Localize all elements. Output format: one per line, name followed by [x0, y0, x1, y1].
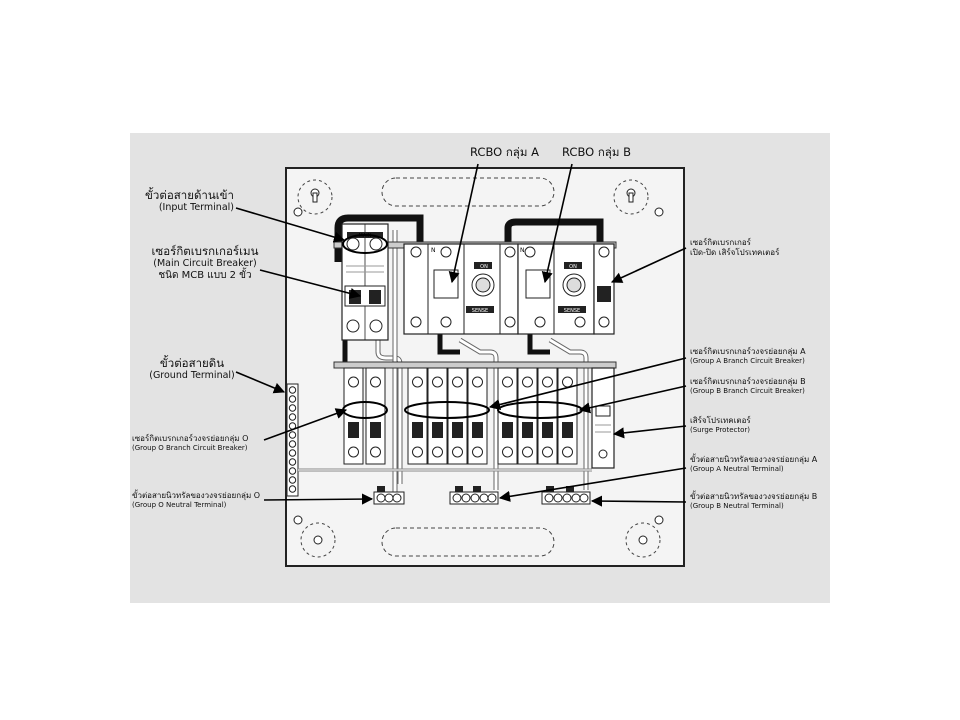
surge-protector-label: เสิร์จโปรเทคเตอร์ (Surge Protector) [690, 416, 751, 435]
cable-to-surge [504, 218, 604, 250]
group-a-neutral-en: (Group A Neutral Terminal) [690, 465, 784, 473]
group-b-neutral-en: (Group B Neutral Terminal) [690, 502, 784, 510]
leader-lines [235, 163, 687, 507]
bottom-knockout [381, 527, 555, 557]
neutral-terminal-o [373, 486, 405, 505]
surge-en: (Surge Protector) [690, 426, 750, 434]
surge-th: เสิร์จโปรเทคเตอร์ [690, 416, 751, 425]
group-a-branch-en: (Group A Branch Circuit Breaker) [690, 357, 805, 365]
branch-breaker [517, 367, 538, 465]
ground-screw [288, 476, 297, 484]
group-a-branch-th: เซอร์กิตเบรกเกอร์วงจรย่อยกลุ่ม A [690, 347, 806, 356]
on-mark-a: ON [480, 264, 488, 270]
neutral-terminal-b [541, 486, 591, 505]
din-rail-bottom [333, 361, 617, 369]
group-a-highlight [404, 401, 490, 419]
main-mark: MAIN [359, 233, 372, 239]
group-a-branch-label: เซอร์กิตเบรกเกอร์วงจรย่อยกลุ่ม A (Group … [690, 347, 806, 366]
ground-screw [288, 431, 297, 439]
input-terminal-highlight [342, 234, 388, 254]
surge-switch-breaker [593, 243, 615, 335]
ground-terminal-label: ขั้วต่อสายดิน (Ground Terminal) [144, 356, 240, 382]
main-breaker-label: เซอร์กิตเบรกเกอร์เมน (Main Circuit Break… [150, 244, 260, 283]
branch-breaker [365, 367, 386, 465]
main-breaker-th: เซอร์กิตเบรกเกอร์เมน [151, 244, 259, 258]
input-terminal-th: ขั้วต่อสายด้านเข้า [145, 188, 234, 202]
ground-screw [288, 404, 297, 412]
n-mark-a: N [431, 247, 436, 254]
neutral-terminal-a [449, 486, 499, 505]
brand-mark-b: SENSE [564, 308, 580, 314]
group-b-neutral-label: ขั้วต่อสายนิวทรัลของวงจรย่อยกลุ่ม B (Gro… [690, 492, 817, 511]
rcbo-b-module [517, 243, 595, 335]
group-o-branch-en: (Group O Branch Circuit Breaker) [132, 444, 248, 452]
n-mark-b: N [520, 247, 525, 254]
l-mark: L [351, 228, 354, 234]
ground-screw [288, 413, 297, 421]
group-o-neutral-label: ขั้วต่อสายนิวทรัลของวงจรย่อยกลุ่ม O (Gro… [132, 491, 260, 510]
branch-breaker [447, 367, 468, 465]
surge-switch-th1: เซอร์กิตเบรกเกอร์ [690, 238, 751, 247]
cable-main-to-a [334, 214, 424, 262]
ground-screw [288, 485, 297, 493]
group-b-branch-th: เซอร์กิตเบรกเกอร์วงจรย่อยกลุ่ม B [690, 377, 806, 386]
ground-screw [288, 386, 297, 394]
branch-breaker [427, 367, 448, 465]
input-terminal-label: ขั้วต่อสายด้านเข้า (Input Terminal) [145, 188, 234, 214]
ground-terminal-strip [286, 383, 299, 497]
ground-en: (Ground Terminal) [149, 370, 235, 382]
surge-protector [591, 367, 615, 469]
main-breaker-note: ชนิด MCB แบบ 2 ขั้ว [158, 270, 252, 282]
group-o-branch-label: เซอร์กิตเบรกเกอร์วงจรย่อยกลุ่ม O (Group … [132, 434, 248, 453]
group-a-neutral-label: ขั้วต่อสายนิวทรัลของวงจรย่อยกลุ่ม A (Gro… [690, 455, 817, 474]
mount-hole-bottom-left [300, 522, 336, 558]
ground-th: ขั้วต่อสายดิน [159, 356, 225, 370]
group-o-neutral-th: ขั้วต่อสายนิวทรัลของวงจรย่อยกลุ่ม O [132, 491, 261, 500]
rcbo-b-label: RCBO กลุ่ม B [562, 145, 631, 159]
ground-screw [288, 458, 297, 466]
ground-screw [288, 440, 297, 448]
ground-screw [288, 395, 297, 403]
mount-hole-top-left [297, 179, 333, 215]
rcbo-b-text: RCBO กลุ่ม B [562, 145, 631, 159]
mount-hole-bottom-right [625, 522, 661, 558]
surge-switch-th2: เปิด-ปิด เสิร์จโปรเทคเตอร์ [690, 248, 780, 257]
rcbo-a-label: RCBO กลุ่ม A [470, 145, 539, 159]
input-terminal-en: (Input Terminal) [158, 202, 234, 214]
group-o-branch-th: เซอร์กิตเบรกเกอร์วงจรย่อยกลุ่ม O [132, 434, 249, 443]
branch-breaker [537, 367, 558, 465]
rcbo-a-module [403, 243, 519, 335]
on-mark-b: ON [569, 264, 577, 270]
surge-switch-label: เซอร์กิตเบรกเกอร์ เปิด-ปิด เสิร์จโปรเทคเ… [690, 238, 779, 258]
mount-hole-top-right [613, 179, 649, 215]
brand-mark-a: SENSE [472, 308, 488, 314]
rcbo-a-text: RCBO กลุ่ม A [470, 145, 539, 159]
main-breaker-en: (Main Circuit Breaker) [153, 258, 257, 270]
ground-screw [288, 449, 297, 457]
group-o-neutral-en: (Group O Neutral Terminal) [132, 501, 227, 509]
group-b-neutral-th: ขั้วต่อสายนิวทรัลของวงจรย่อยกลุ่ม B [690, 492, 818, 501]
group-b-branch-label: เซอร์กิตเบรกเกอร์วงจรย่อยกลุ่ม B (Group … [690, 377, 806, 396]
main-breaker [341, 223, 389, 341]
ground-screw [288, 467, 297, 475]
group-a-neutral-th: ขั้วต่อสายนิวทรัลของวงจรย่อยกลุ่ม A [690, 455, 818, 464]
group-b-branch-en: (Group B Branch Circuit Breaker) [690, 387, 805, 395]
